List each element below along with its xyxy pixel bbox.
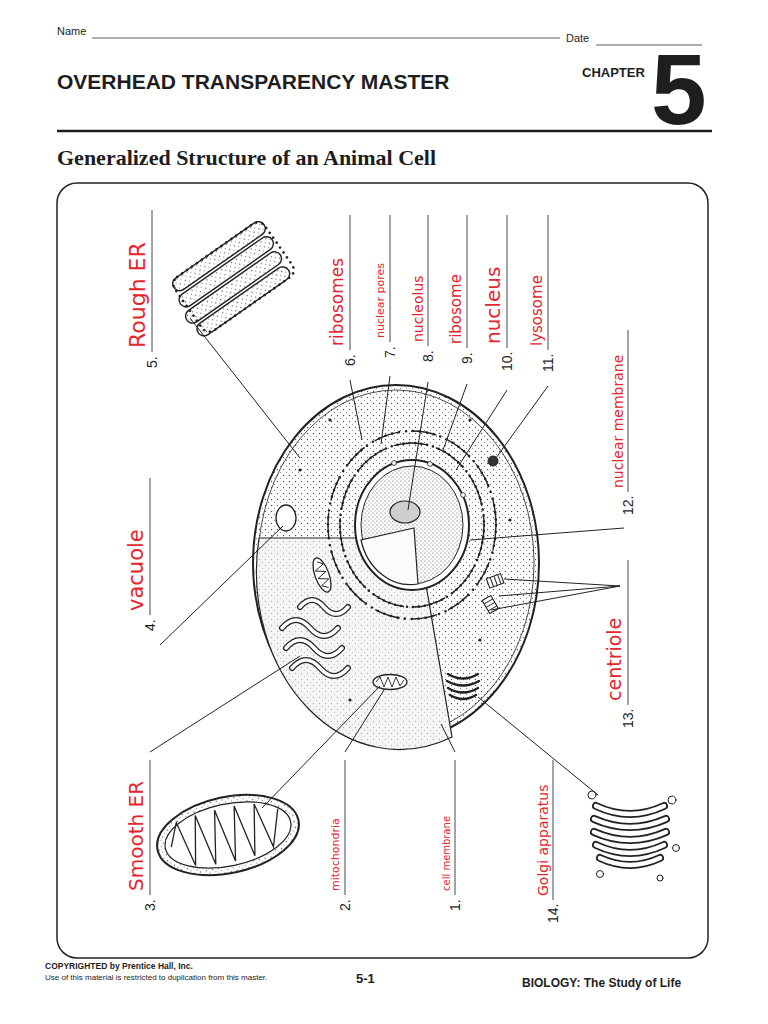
rough-er-inset xyxy=(163,219,297,340)
handwritten-answer: lysosome xyxy=(529,275,546,346)
handwritten-answer: vacuole xyxy=(124,529,148,611)
book-title: BIOLOGY: The Study of Life xyxy=(522,977,681,991)
handwritten-answer: nuclear pores xyxy=(375,263,388,338)
callout-number: 3. xyxy=(142,899,158,911)
callout-number: 6. xyxy=(342,354,358,366)
callout-number: 8. xyxy=(420,350,436,362)
handwritten-answer: Rough ER xyxy=(125,242,150,348)
handwritten-answer: nucleolus xyxy=(410,275,426,342)
handwritten-answer: Golgi apparatus xyxy=(535,785,551,896)
callout-number: 7. xyxy=(382,346,398,358)
page-number: 5-1 xyxy=(356,972,375,987)
name-line xyxy=(92,38,560,39)
mitochondrion-inset xyxy=(150,783,307,887)
field-label: Date xyxy=(566,32,589,45)
handwritten-answer: mitochondria xyxy=(330,818,343,891)
field-label: Name xyxy=(57,25,86,38)
golgi-inset xyxy=(588,791,680,881)
copyright-note: Use of this material is restricted to du… xyxy=(45,973,267,982)
callout-number: 12. xyxy=(620,496,636,515)
handwritten-answer: centriole xyxy=(604,618,626,701)
callout-number: 2. xyxy=(337,899,353,911)
chapter-label: CHAPTER xyxy=(582,66,645,81)
leader-lines xyxy=(150,318,624,808)
handwritten-answer: nuclear membrane xyxy=(610,355,626,488)
worksheet-title: Generalized Structure of an Animal Cell xyxy=(57,145,436,170)
copyright-note: COPYRIGHTED by Prentice Hall, Inc. xyxy=(45,962,193,972)
animal-cell xyxy=(253,385,539,749)
handwritten-answer: nucleus xyxy=(482,267,505,344)
callout-number: 9. xyxy=(459,352,475,364)
callout-number: 13. xyxy=(620,709,636,728)
callout-number: 5. xyxy=(144,356,160,368)
figure-frame xyxy=(57,183,708,958)
handwritten-answer: Smooth ER xyxy=(125,781,148,891)
header-rule xyxy=(57,130,712,133)
callout-number: 4. xyxy=(142,619,158,631)
callout-number: 1. xyxy=(447,899,463,911)
handwritten-answer: ribosome xyxy=(448,274,465,344)
callout-number: 14. xyxy=(545,904,561,923)
handwritten-answer: ribosomes xyxy=(328,258,348,346)
callout-number: 10. xyxy=(499,352,515,371)
series-heading: OVERHEAD TRANSPARENCY MASTER xyxy=(57,70,449,94)
answer-lines xyxy=(150,210,628,900)
handwritten-answer: cell membrane xyxy=(441,816,453,891)
callout-number: 11. xyxy=(540,354,556,372)
chapter-number: 5 xyxy=(651,39,707,139)
